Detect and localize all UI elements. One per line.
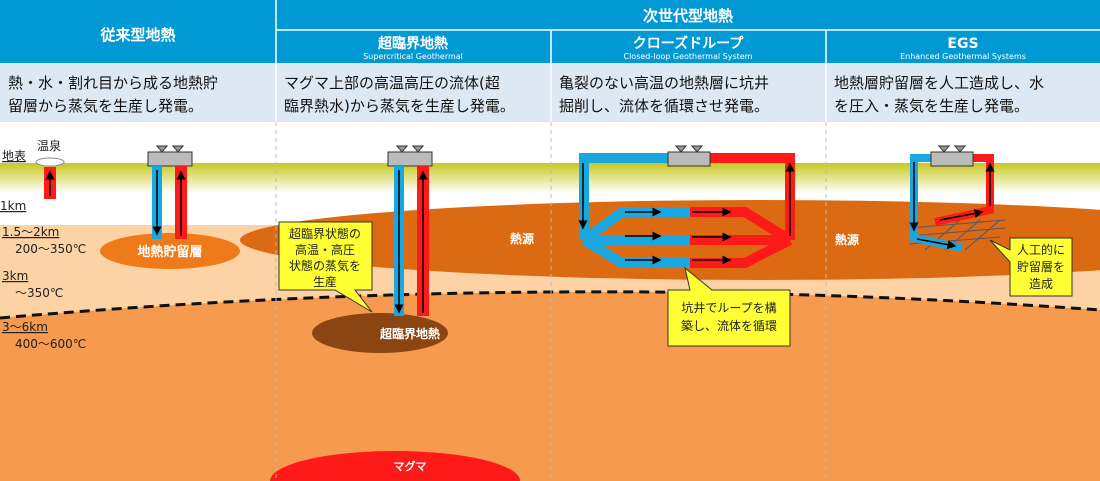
depth-boundary-dashed [0,290,1100,320]
wellhead-icon [387,145,433,167]
callout-egs: 人工的に 貯留層を 造成 [989,237,1073,297]
svg-text:造成: 造成 [1029,277,1053,291]
description-supercritical-1: マグマ上部の高温高圧の流体(超 [284,74,500,92]
description-closed-loop-1: 亀裂のない高温の地熱層に坑井 [559,74,769,92]
header-closed-loop-subtitle: Closed-loop Geothermal System [624,52,753,61]
description-band [0,63,1100,122]
label-reservoir: 地熱貯留層 [137,244,202,260]
label-supercritical: 超臨界地熱 [379,326,440,341]
label-hot-spring: 温泉 [37,139,61,153]
description-closed-loop-2: 掘削し、流体を循環させ発電。 [559,97,769,115]
magma [270,451,520,481]
svg-text:超臨界状態の: 超臨界状態の [289,226,361,241]
svg-text:坑井でループを構: 坑井でループを構 [681,300,776,315]
geothermal-reservoir [100,233,240,269]
wellhead-icon [930,145,974,167]
wellhead-icon [147,145,193,167]
label-3-6km: 3～6km [2,320,48,334]
header-next-gen: 次世代型地熱 [643,7,733,25]
svg-text:生産: 生産 [313,274,337,289]
label-200-350c: 200～350℃ [15,242,86,256]
header-conventional: 従来型地熱 [99,26,175,44]
label-surface: 地表 [2,149,26,163]
callout-supercritical: 超臨界状態の 高温・高圧 状態の蒸気を 生産 [278,221,373,313]
svg-text:状態の蒸気を: 状態の蒸気を [289,258,361,273]
header-egs: EGS [947,36,978,52]
description-conventional-1: 熱・水・割れ目から成る地熱貯 [8,74,218,92]
label-350c: ～350℃ [15,286,63,300]
svg-text:築し、流体を循環: 築し、流体を循環 [681,318,777,333]
svg-text:人工的に: 人工的に [1017,242,1065,257]
description-egs-1: 地熱層貯留層を人工造成し、水 [834,74,1044,92]
label-400-600c: 400～600℃ [15,337,86,351]
ground-surface-band [0,163,1100,193]
svg-text:貯留層を: 貯留層を [1017,260,1065,274]
wellhead-icon [667,145,711,167]
hot-spring-icon [35,157,65,167]
header-supercritical: 超臨界地熱 [377,35,448,52]
description-conventional-2: 留層から蒸気を生産し発電。 [8,97,203,115]
supercritical-zone [312,313,448,353]
description-supercritical-2: 臨界熱水)から蒸気を生産し発電。 [284,97,515,115]
label-1km: 1km [0,199,26,213]
label-magma: マグマ [394,459,427,473]
svg-text:高温・高圧: 高温・高圧 [295,242,355,257]
label-heat-source-2: 熱源 [835,232,859,247]
label-3km: 3km [2,269,28,283]
label-1-5-2km: 1.5～2km [2,225,59,239]
label-heat-source-1: 熱源 [510,231,534,246]
closed-loop-system [579,153,795,268]
header-egs-subtitle: Enhanced Geothermal Systems [900,52,1026,61]
header-closed-loop: クローズドループ [633,35,744,52]
header-supercritical-subtitle: Supercritical Geothermal [363,52,463,61]
header-bar [0,0,1100,63]
description-egs-2: を圧入・蒸気を生産し発電。 [834,97,1029,115]
deep-layer [0,291,1100,481]
callout-closed-loop: 坑井でループを構 築し、流体を循環 [667,266,791,347]
